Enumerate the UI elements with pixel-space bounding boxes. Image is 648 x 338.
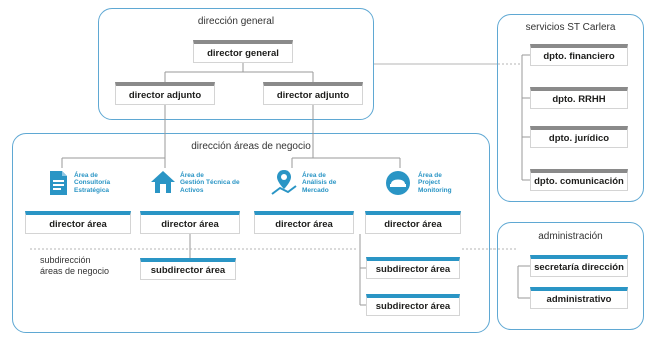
dpto-financiero-box[interactable]: dpto. financiero (530, 44, 628, 66)
secretaria-direccion-box[interactable]: secretaría dirección (530, 255, 628, 277)
direccion-general-title: dirección general (197, 16, 275, 27)
dpto-juridico-box[interactable]: dpto. jurídico (530, 126, 628, 148)
helmet-icon (386, 171, 410, 195)
subdirector-area-gestion-box[interactable]: subdirector área (140, 258, 236, 280)
director-general-box[interactable]: director general (193, 40, 293, 63)
director-adjunto-right-box[interactable]: director adjunto (263, 82, 363, 105)
document-icon (50, 171, 67, 195)
direccion-areas-title: dirección áreas de negocio (191, 141, 311, 152)
dpto-rrhh-box[interactable]: dpto. RRHH (530, 87, 628, 109)
servicios-title: servicios ST Carlera (525, 22, 616, 33)
dpto-comunicacion-box[interactable]: dpto. comunicación (530, 169, 628, 191)
administracion-title: administración (538, 231, 603, 242)
administrativo-box[interactable]: administrativo (530, 287, 628, 309)
map-pin-icon (271, 170, 297, 195)
director-adjunto-left-box[interactable]: director adjunto (115, 82, 215, 105)
house-icon (151, 171, 175, 193)
subdireccion-note: subdirección áreas de negocio (40, 255, 110, 277)
director-area-analisis-box[interactable]: director área (254, 211, 354, 234)
subdirector-area-project-a-box[interactable]: subdirector área (366, 257, 460, 279)
director-area-project-box[interactable]: director área (365, 211, 461, 234)
director-area-consultoria-box[interactable]: director área (25, 211, 131, 234)
subdirector-area-project-b-box[interactable]: subdirector área (366, 294, 460, 316)
director-area-gestion-box[interactable]: director área (140, 211, 240, 234)
